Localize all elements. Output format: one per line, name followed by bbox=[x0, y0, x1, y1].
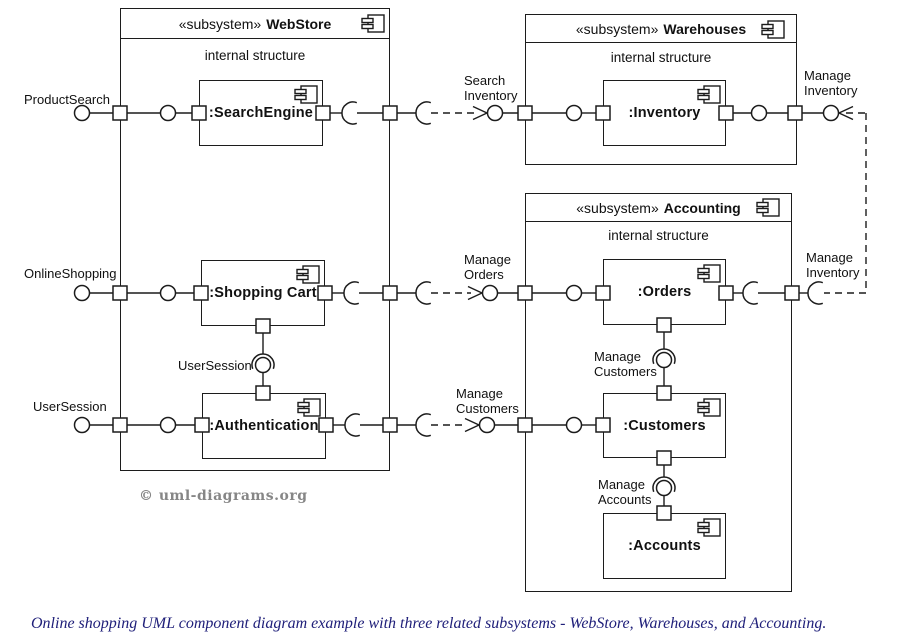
interface-label-manage-orders: Manage Orders bbox=[464, 252, 511, 282]
component-name: :Orders bbox=[637, 284, 692, 300]
stereotype-label: «subsystem» bbox=[576, 199, 659, 216]
socket-icon bbox=[415, 281, 432, 305]
component-name: :Accounts bbox=[628, 538, 701, 554]
ball-icon bbox=[73, 104, 91, 122]
component-name: :Shopping Cart bbox=[209, 285, 317, 301]
ball-icon bbox=[478, 416, 496, 434]
ball-icon bbox=[822, 104, 840, 122]
stereotype-label: «subsystem» bbox=[178, 15, 262, 32]
component-orders: :Orders bbox=[603, 259, 726, 325]
interface-label-user-session-internal: UserSession bbox=[178, 358, 252, 373]
subsystem-webstore-header: «subsystem» WebStore bbox=[121, 9, 389, 39]
interface-label-search-inventory: Search Inventory bbox=[464, 73, 518, 103]
interface-label-manage-accounts: Manage Accounts bbox=[598, 477, 652, 507]
subsystem-accounting-header: «subsystem» Accounting bbox=[526, 194, 791, 222]
ball-icon bbox=[486, 104, 504, 122]
socket-icon bbox=[415, 101, 432, 125]
socket-icon bbox=[415, 413, 432, 437]
interface-label-product-search: ProductSearch bbox=[24, 92, 110, 107]
stereotype-label: «subsystem» bbox=[575, 20, 659, 37]
internal-structure-label: internal structure bbox=[610, 50, 712, 65]
subsystem-name: Warehouses bbox=[663, 20, 747, 37]
component-accounts: :Accounts bbox=[603, 513, 726, 579]
internal-structure-label: internal structure bbox=[204, 48, 306, 63]
component-name: :Inventory bbox=[628, 105, 701, 121]
ball-icon bbox=[73, 284, 91, 302]
component-search-engine: :SearchEngine bbox=[199, 80, 323, 146]
interface-label-user-session: UserSession bbox=[33, 399, 107, 414]
diagram-caption: Online shopping UML component diagram ex… bbox=[31, 615, 827, 632]
subsystem-accounting: «subsystem» Accounting internal structur… bbox=[525, 193, 792, 592]
internal-structure-label: internal structure bbox=[608, 228, 709, 243]
subsystem-name: WebStore bbox=[266, 15, 332, 32]
interface-label-manage-inventory-required: Manage Inventory bbox=[806, 250, 860, 280]
interface-label-online-shopping: OnlineShopping bbox=[24, 266, 117, 281]
component-shopping-cart: :Shopping Cart bbox=[201, 260, 325, 326]
component-name: :Authentication bbox=[209, 418, 319, 434]
component-inventory: :Inventory bbox=[603, 80, 726, 146]
subsystem-name: Accounting bbox=[663, 199, 741, 216]
component-customers: :Customers bbox=[603, 393, 726, 458]
component-name: :SearchEngine bbox=[208, 105, 314, 121]
subsystem-webstore: «subsystem» WebStore internal structure bbox=[120, 8, 390, 471]
socket-icon bbox=[807, 281, 824, 305]
copyright-watermark: © uml-diagrams.org bbox=[139, 488, 308, 504]
interface-label-manage-inventory-provided: Manage Inventory bbox=[804, 68, 858, 98]
ball-icon bbox=[73, 416, 91, 434]
component-name: :Customers bbox=[623, 417, 706, 434]
ball-icon bbox=[481, 284, 499, 302]
subsystem-warehouses: «subsystem» Warehouses internal structur… bbox=[525, 14, 797, 165]
component-authentication: :Authentication bbox=[202, 393, 326, 459]
interface-label-manage-customers: Manage Customers bbox=[456, 386, 519, 416]
interface-label-manage-customers-internal: Manage Customers bbox=[594, 349, 657, 379]
subsystem-warehouses-header: «subsystem» Warehouses bbox=[526, 15, 796, 43]
